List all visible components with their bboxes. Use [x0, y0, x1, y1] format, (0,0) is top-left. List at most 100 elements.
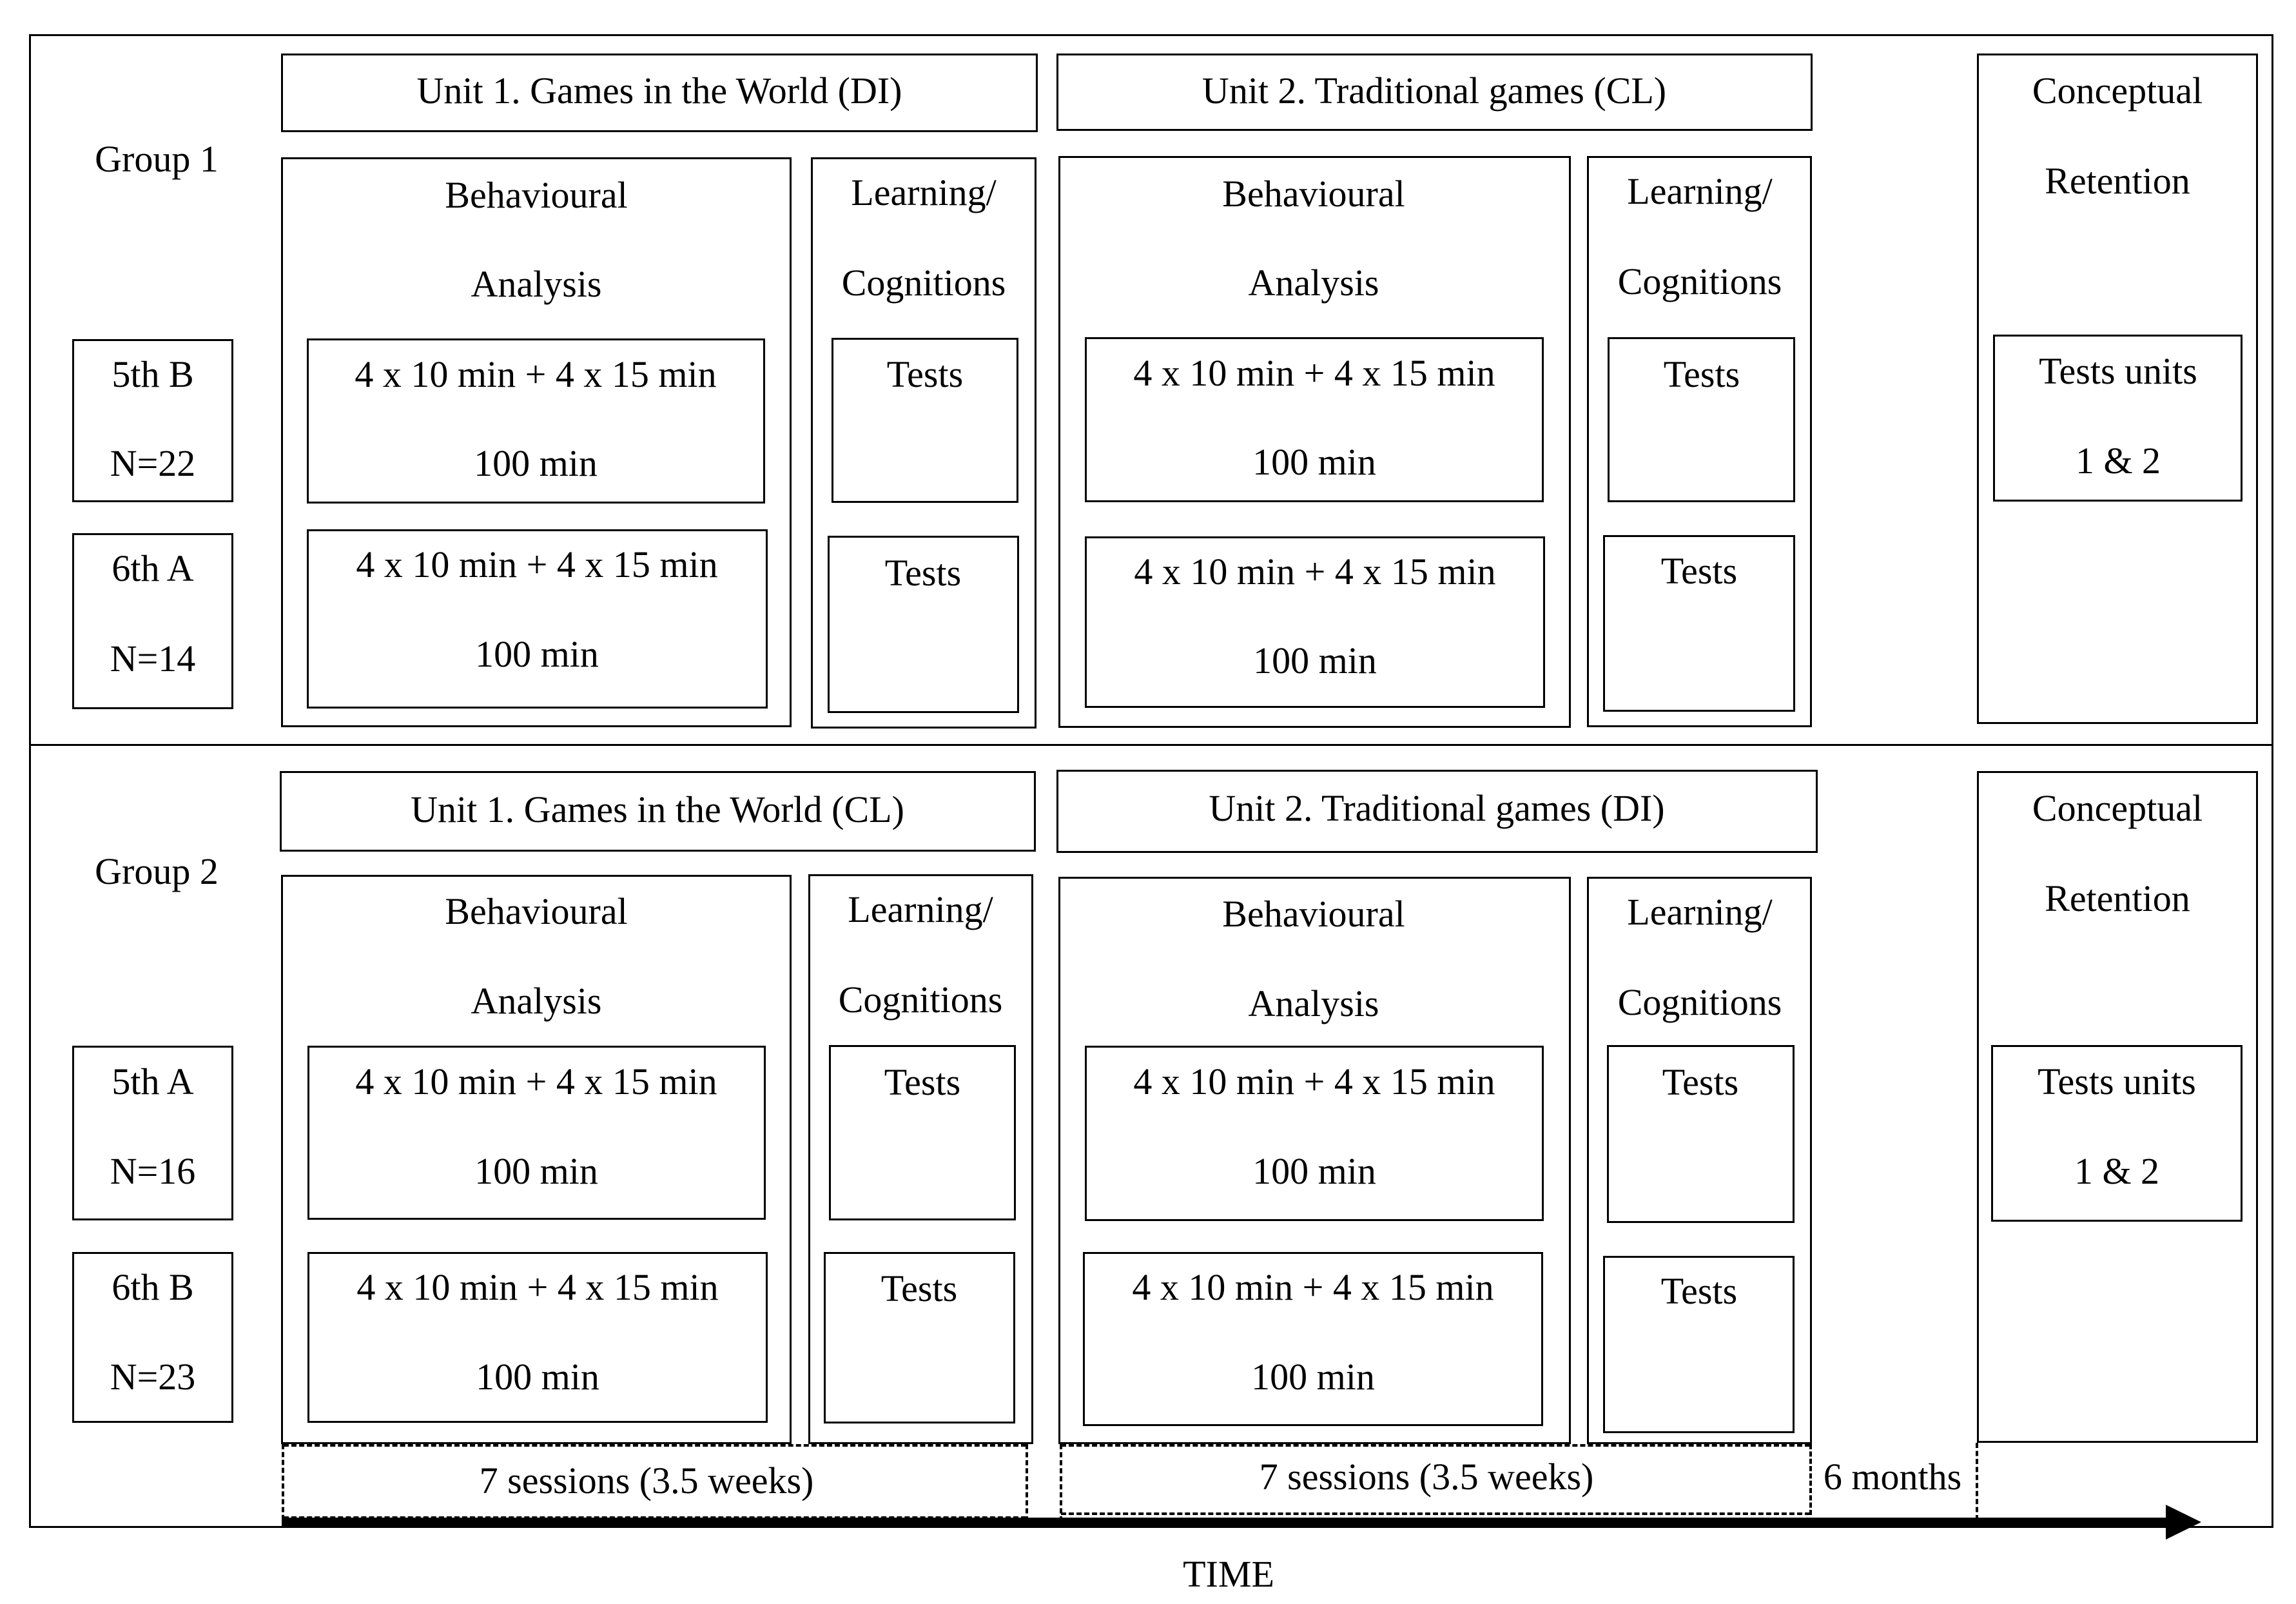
group1-unit1-learning-title-2: Cognitions — [841, 262, 1006, 304]
group2-unit1-session-b-box — [307, 1252, 768, 1423]
group2-unit2-session-a-box — [1085, 1046, 1544, 1221]
group1-unit1-title-box — [281, 54, 1038, 132]
group1-unit1-title: Unit 1. Games in the World (DI) — [416, 70, 902, 112]
group1-unit1-learning-title-1: Learning/ — [851, 171, 997, 213]
group1-unit2-learning-title-1: Learning/ — [1627, 170, 1773, 212]
group2-unit1-session-a-line2: 100 min — [474, 1150, 598, 1192]
group1-retention-title-1: Conceptual — [2032, 70, 2203, 112]
group1-unit1-session-a-box — [307, 338, 765, 504]
group1-class-b-box — [72, 533, 233, 709]
timeline-phase2-top — [1061, 1444, 1810, 1447]
group1-retention-title-2: Retention — [2045, 160, 2190, 202]
group1-class-b-name: 6th A — [112, 547, 194, 589]
timeline-phase2-bottom — [1061, 1512, 1810, 1515]
group1-unit2-behavioural-title-1: Behavioural — [1222, 173, 1405, 215]
group2-retention-title-2: Retention — [2045, 877, 2190, 919]
group1-unit2-session-a-line2: 100 min — [1252, 441, 1376, 483]
group1-label: Group 1 — [95, 138, 219, 180]
group2-unit1-behavioural-title-1: Behavioural — [445, 890, 628, 932]
group2-unit1-tests-a: Tests — [884, 1061, 961, 1103]
group1-unit1-tests-a: Tests — [886, 353, 964, 395]
group2-class-b-name: 6th B — [112, 1266, 194, 1308]
timeline-divider-4 — [1976, 1443, 1978, 1520]
group1-unit2-tests-b: Tests — [1660, 550, 1738, 592]
timeline-phase2-label: 7 sessions (3.5 weeks) — [1259, 1456, 1594, 1498]
timeline-phase1-bottom — [284, 1516, 1026, 1519]
timeline-divider-1 — [1026, 1444, 1028, 1521]
group2-unit1-session-a-line1: 4 x 10 min + 4 x 15 min — [355, 1061, 717, 1102]
group2-class-a-box — [72, 1046, 233, 1220]
timeline-phase1-label: 7 sessions (3.5 weeks) — [479, 1460, 814, 1501]
group1-retention-tests-line2: 1 & 2 — [2075, 440, 2161, 482]
group2-unit2-tests-a-box — [1607, 1045, 1795, 1223]
group1-unit2-tests-a: Tests — [1663, 353, 1740, 395]
group2-unit1-title: Unit 1. Games in the World (CL) — [411, 788, 904, 830]
group2-retention-tests-box — [1991, 1045, 2242, 1222]
group1-unit2-learning-title-2: Cognitions — [1617, 260, 1782, 302]
group1-unit2-title-box — [1056, 54, 1813, 131]
group2-unit2-learning-title-2: Cognitions — [1617, 981, 1782, 1023]
group2-unit2-behavioural-title-2: Analysis — [1248, 983, 1379, 1024]
group1-unit1-behavioural-title-2: Analysis — [471, 263, 602, 305]
group2-unit2-title-box — [1056, 770, 1818, 853]
group1-unit2-tests-b-box — [1603, 535, 1795, 712]
time-axis-label: TIME — [1183, 1553, 1274, 1595]
group2-unit2-session-b-line1: 4 x 10 min + 4 x 15 min — [1132, 1266, 1494, 1308]
group2-class-b-n: N=23 — [110, 1356, 196, 1398]
group2-unit1-tests-a-box — [829, 1045, 1016, 1220]
group2-unit1-title-box — [280, 771, 1036, 852]
group2-unit1-tests-b: Tests — [880, 1267, 958, 1309]
group1-unit2-behavioural-title-2: Analysis — [1248, 262, 1379, 304]
group1-unit2-tests-a-box — [1608, 337, 1795, 502]
group1-class-a-name: 5th B — [112, 353, 194, 395]
group1-unit2-session-b-box — [1085, 536, 1545, 708]
group1-retention-tests-box — [1993, 335, 2242, 502]
group1-unit1-tests-b: Tests — [884, 552, 962, 594]
group2-unit2-session-a-line2: 100 min — [1252, 1150, 1376, 1192]
group2-class-b-box — [72, 1252, 233, 1423]
group1-class-b-n: N=14 — [110, 638, 196, 680]
group2-unit2-session-b-box — [1083, 1252, 1543, 1426]
group1-unit2-title: Unit 2. Traditional games (CL) — [1202, 70, 1667, 112]
group1-unit1-session-b-box — [307, 529, 768, 709]
timeline-divider-start — [282, 1444, 284, 1528]
group2-class-a-name: 5th A — [112, 1061, 194, 1102]
group2-unit1-session-b-line1: 4 x 10 min + 4 x 15 min — [356, 1266, 719, 1308]
timeline-phase1-top — [284, 1444, 1026, 1447]
group2-label: Group 2 — [95, 850, 219, 892]
group2-unit2-tests-b: Tests — [1660, 1270, 1738, 1312]
group2-unit1-behavioural-title-2: Analysis — [471, 980, 602, 1022]
group2-unit2-behavioural-title-1: Behavioural — [1222, 893, 1405, 935]
group1-unit2-session-a-box — [1085, 337, 1544, 502]
group2-class-a-n: N=16 — [110, 1150, 196, 1192]
group2-retention-tests-line1: Tests units — [2038, 1061, 2196, 1102]
group2-retention-title-1: Conceptual — [2032, 787, 2203, 829]
group2-retention-tests-line2: 1 & 2 — [2074, 1150, 2160, 1192]
timeline-divider-2 — [1060, 1444, 1062, 1521]
group2-unit2-session-b-line2: 100 min — [1251, 1356, 1375, 1398]
group1-unit2-session-b-line2: 100 min — [1253, 640, 1377, 681]
group1-unit2-session-a-line1: 4 x 10 min + 4 x 15 min — [1133, 352, 1495, 394]
group2-unit1-session-b-line2: 100 min — [476, 1356, 599, 1398]
group2-unit2-session-a-line1: 4 x 10 min + 4 x 15 min — [1133, 1061, 1495, 1102]
group2-unit1-session-a-box — [307, 1046, 766, 1220]
group-divider — [29, 744, 2273, 746]
group2-unit2-tests-a: Tests — [1662, 1061, 1739, 1103]
group1-class-a-box — [72, 339, 233, 502]
group2-unit2-tests-b-box — [1603, 1256, 1795, 1433]
group1-class-a-n: N=22 — [110, 442, 196, 484]
group2-unit2-title: Unit 2. Traditional games (DI) — [1209, 787, 1665, 829]
timeline-divider-3 — [1809, 1444, 1812, 1515]
group2-unit1-tests-b-box — [824, 1252, 1015, 1423]
group2-unit1-learning-title-2: Cognitions — [838, 979, 1003, 1021]
group1-unit1-behavioural-title-1: Behavioural — [445, 174, 628, 216]
group1-unit1-session-b-line2: 100 min — [475, 633, 599, 675]
group1-unit1-session-a-line2: 100 min — [474, 442, 598, 484]
group2-unit1-learning-title-1: Learning/ — [848, 888, 993, 930]
group1-unit1-tests-a-box — [832, 338, 1018, 503]
group1-unit1-session-a-line1: 4 x 10 min + 4 x 15 min — [355, 353, 717, 395]
group1-unit2-session-b-line1: 4 x 10 min + 4 x 15 min — [1134, 551, 1496, 592]
group1-unit1-session-b-line1: 4 x 10 min + 4 x 15 min — [356, 543, 718, 585]
group1-retention-tests-line1: Tests units — [2039, 350, 2197, 392]
group2-unit2-learning-title-1: Learning/ — [1627, 891, 1773, 933]
